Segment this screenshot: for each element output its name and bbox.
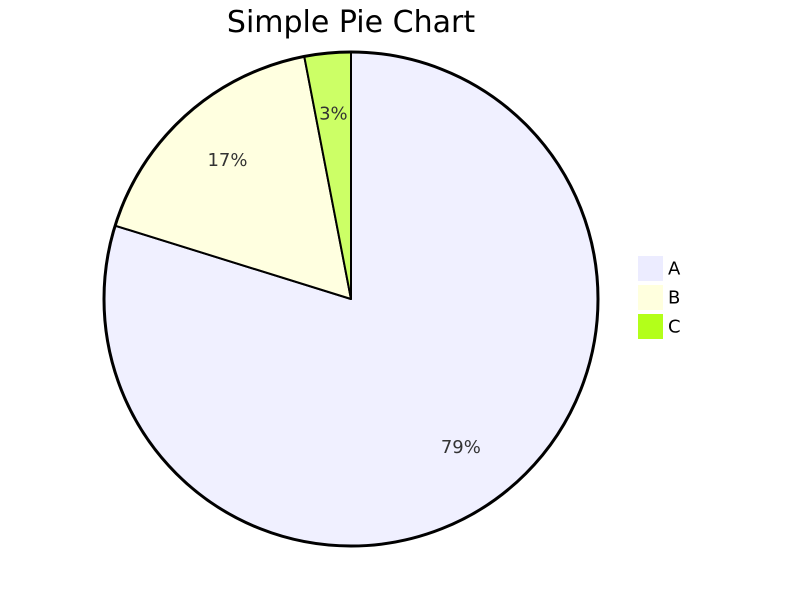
legend-swatch-c <box>638 314 663 339</box>
legend-label-b: B <box>668 288 680 309</box>
pie-slices <box>103 51 599 547</box>
slice-label-c: 3% <box>319 104 348 125</box>
pie-outline <box>102 50 600 548</box>
slice-labels: 79% 17% 3% <box>207 104 480 459</box>
legend-label-c: C <box>668 317 681 338</box>
slice-label-b: 17% <box>207 150 247 171</box>
legend-label-a: A <box>668 259 681 280</box>
legend-swatch-b <box>638 285 663 310</box>
slice-label-a: 79% <box>441 437 481 458</box>
legend: ABC <box>638 256 681 339</box>
chart-title: Simple Pie Chart <box>227 5 475 40</box>
legend-swatch-a <box>638 256 663 281</box>
